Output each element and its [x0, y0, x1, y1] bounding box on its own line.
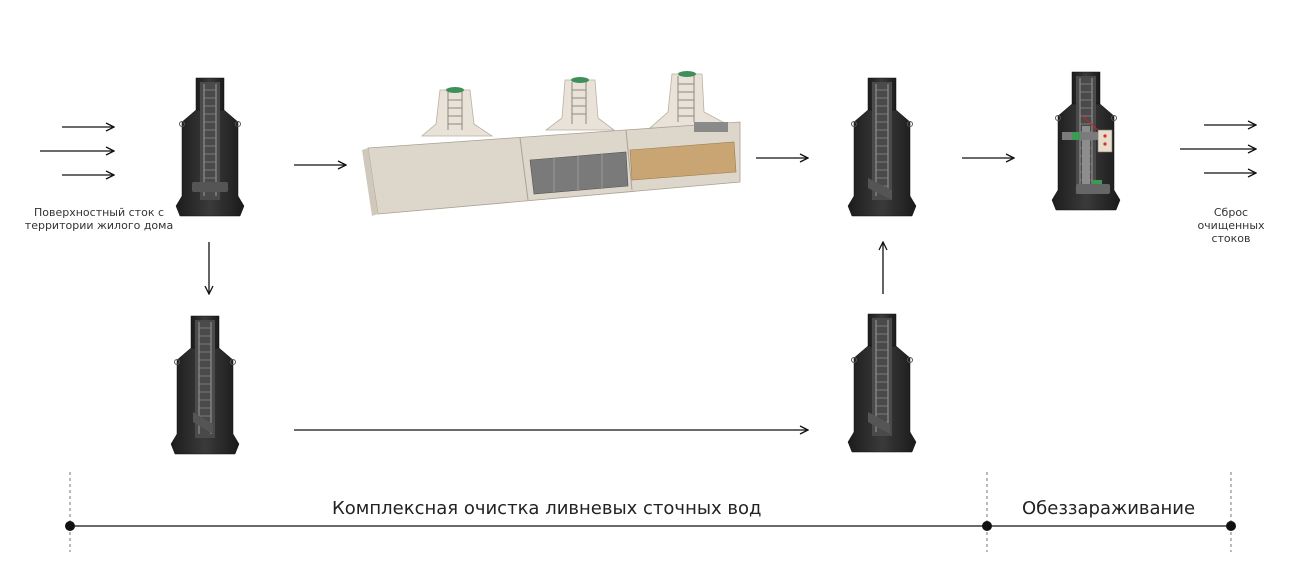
stage-dot-middle — [982, 521, 992, 531]
source-label: Поверхностный сток с территории жилого д… — [24, 206, 174, 232]
distribution-well — [175, 77, 245, 217]
stage-disinfection-label: Обеззараживание — [1016, 498, 1202, 519]
sorbent-filter — [629, 141, 737, 181]
stage-dot-right — [1226, 521, 1236, 531]
stage-treatment-label: Комплексная очистка ливневых сточных вод — [326, 498, 768, 519]
discharge-label: Сброс очищенных стоков — [1197, 206, 1265, 245]
uv-disinfection-unit — [1051, 71, 1121, 211]
stage-dot-left — [65, 521, 75, 531]
bypass-well — [170, 315, 240, 455]
receiving-well — [847, 313, 917, 453]
control-well — [847, 77, 917, 217]
separator-unit — [362, 71, 741, 216]
